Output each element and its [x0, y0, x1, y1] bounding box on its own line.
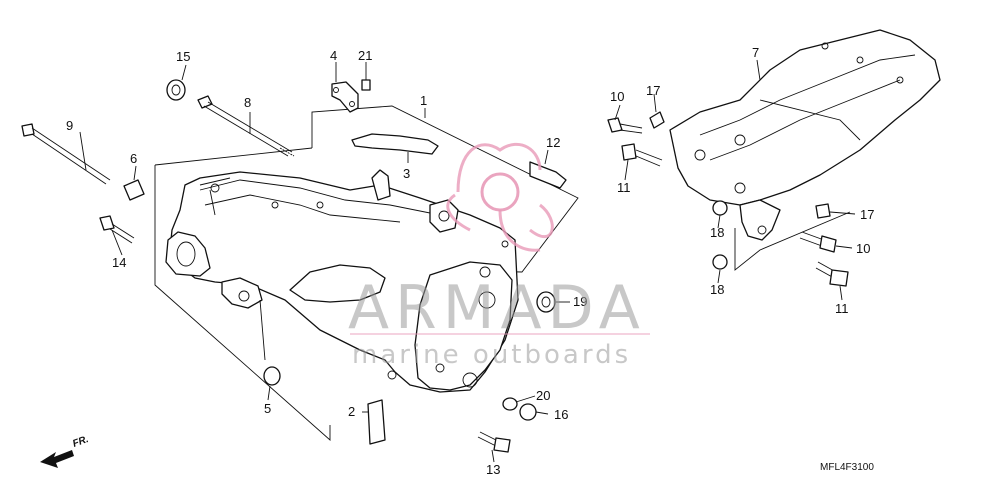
- watermark-logo-icon: [446, 143, 554, 252]
- bolt-10a: [607, 117, 643, 134]
- label-part-17b: 17: [860, 207, 874, 222]
- label-part-11b: 11: [835, 301, 849, 316]
- watermark-brand: ARMADA: [348, 273, 646, 343]
- label-part-11a: 11: [617, 180, 631, 195]
- label-part-1: 1: [420, 93, 427, 108]
- label-part-18a: 18: [710, 225, 724, 240]
- bolt-21: [361, 68, 371, 91]
- nut-19: [536, 291, 556, 313]
- bolt-14: [99, 215, 135, 244]
- label-part-12: 12: [546, 135, 560, 150]
- bracket-4: [331, 81, 359, 113]
- nut-15: [166, 79, 186, 101]
- frame-pad-3: [351, 133, 439, 155]
- label-part-16: 16: [554, 407, 568, 422]
- rear-subframe: [669, 29, 941, 241]
- label-part-13: 13: [486, 462, 500, 477]
- label-part-21: 21: [358, 48, 372, 63]
- clip-17b: [815, 203, 831, 219]
- collar-6: [123, 179, 145, 201]
- nut-16: [519, 403, 537, 421]
- label-part-20: 20: [536, 388, 550, 403]
- label-part-5: 5: [264, 401, 271, 416]
- label-part-2: 2: [348, 404, 355, 419]
- clip-17a: [649, 111, 665, 129]
- bolt-12: [529, 161, 567, 189]
- label-part-3: 3: [403, 166, 410, 181]
- label-part-4: 4: [330, 48, 337, 63]
- label-part-19: 19: [573, 294, 587, 309]
- subframe-assembly-outline: [734, 211, 851, 271]
- watermark-tagline: marine outboards: [352, 340, 631, 370]
- bolt-13: [477, 431, 511, 453]
- bolt-11b: [815, 261, 849, 287]
- label-part-9: 9: [66, 118, 73, 133]
- front-direction-label: FR.: [71, 434, 90, 450]
- label-part-15: 15: [176, 49, 190, 64]
- label-part-14: 14: [112, 255, 126, 270]
- frame-assembly-outline-lower: [154, 165, 331, 441]
- diagram-code: MFL4F3100: [820, 462, 874, 473]
- main-frame: [154, 105, 579, 441]
- label-part-10a: 10: [610, 89, 624, 104]
- bolt-10b: [799, 231, 837, 253]
- part-number-labels: 1 2 3 4 5 6 7 8 9 10 10 11 11 12 13 14 1…: [66, 45, 874, 477]
- bolt-11a: [621, 143, 663, 167]
- label-part-7: 7: [752, 45, 759, 60]
- washer-20: [502, 397, 518, 411]
- label-part-18b: 18: [710, 282, 724, 297]
- frame-block-2: [367, 399, 386, 445]
- label-part-17a: 17: [646, 83, 660, 98]
- label-part-8: 8: [244, 95, 251, 110]
- collar-5: [263, 366, 281, 386]
- leader-lines: [79, 59, 856, 463]
- label-part-6: 6: [130, 151, 137, 166]
- label-part-10b: 10: [856, 241, 870, 256]
- watermark: ARMADA marine outboards: [348, 143, 650, 370]
- nut-18a: [712, 200, 728, 216]
- bolt-9: [21, 123, 111, 185]
- nut-18b: [712, 254, 728, 270]
- front-direction-indicator: FR.: [40, 434, 90, 468]
- front-arrow-icon: [40, 450, 74, 468]
